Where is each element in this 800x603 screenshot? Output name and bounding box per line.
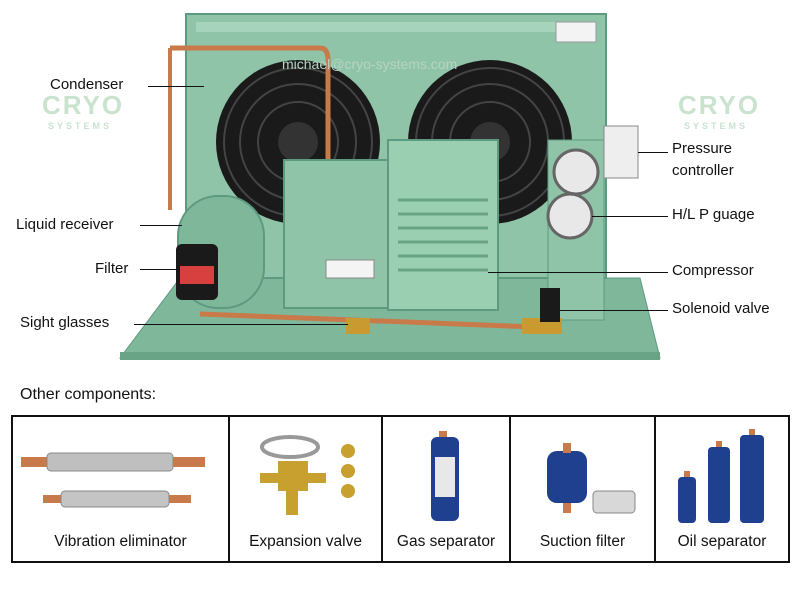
component-label: Expansion valve (249, 533, 362, 550)
watermark-logo: CRYO SYSTEMS (678, 90, 761, 131)
label-hl-gauge: H/L P guage (672, 206, 755, 223)
vibration-eliminator-image (21, 452, 205, 508)
component-cell-expansion-valve: Expansion valve (230, 417, 383, 561)
expansion-valve-image (260, 435, 355, 515)
label-sight-glasses: Sight glasses (20, 314, 110, 331)
label-solenoid-valve: Solenoid valve (672, 300, 770, 317)
component-cell-oil-separator: Oil separator (656, 417, 788, 561)
leader-pressure-controller (638, 152, 668, 153)
component-cell-suction-filter: Suction filter (511, 417, 656, 561)
component-cell-gas-separator: Gas separator (383, 417, 511, 561)
other-components-title: Other components: (20, 386, 157, 403)
watermark-logo: CRYO SYSTEMS (42, 90, 125, 131)
label-pressure-controller-line1: Pressure (672, 140, 733, 157)
leader-sight-glasses (134, 324, 348, 325)
leader-liquid-receiver (140, 225, 182, 226)
label-liquid-receiver: Liquid receiver (16, 216, 114, 233)
component-label: Vibration eliminator (54, 533, 187, 550)
watermark-email: michael@cryo-systems.com (282, 56, 458, 72)
leader-hl-gauge (592, 216, 668, 217)
label-compressor: Compressor (672, 262, 754, 279)
components-table: Vibration eliminator Expansion valve Gas… (11, 415, 790, 563)
label-filter: Filter (95, 260, 129, 277)
leader-condenser (148, 86, 204, 87)
oil-separator-image (678, 429, 764, 523)
leader-compressor (488, 272, 668, 273)
condensing-unit-illustration (119, 13, 661, 360)
leader-solenoid-valve (560, 310, 668, 311)
component-label: Oil separator (677, 533, 767, 550)
gas-separator-image (431, 431, 459, 521)
component-label: Gas separator (396, 533, 496, 550)
component-cell-vibration-eliminator: Vibration eliminator (13, 417, 230, 561)
label-condenser: Condenser (50, 76, 124, 93)
label-pressure-controller-line2: controller (672, 162, 734, 179)
component-label: Suction filter (539, 533, 626, 550)
label-pressure-controller: Pressure controller (672, 138, 734, 182)
leader-filter (140, 269, 180, 270)
suction-filter-image (547, 443, 636, 514)
